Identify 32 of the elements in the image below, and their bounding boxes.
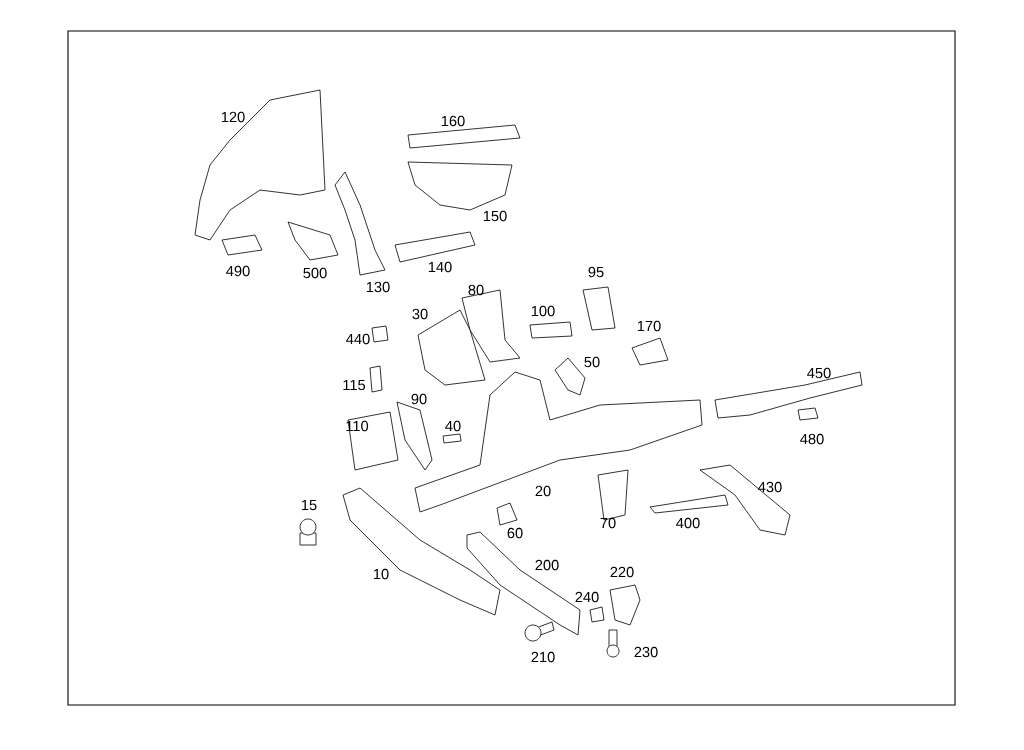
callout-number: 230 xyxy=(634,646,658,658)
callout-number: 440 xyxy=(346,333,370,345)
callout-number: 200 xyxy=(535,559,559,571)
callout-number: 150 xyxy=(483,210,507,222)
callout-number: 240 xyxy=(575,591,599,603)
callout-number: 110 xyxy=(346,420,369,432)
callout-number: 115 xyxy=(343,379,366,391)
callout-number: 15 xyxy=(301,499,317,511)
callout-number: 50 xyxy=(584,356,600,368)
callout-number: 140 xyxy=(428,261,452,273)
callout-number: 160 xyxy=(441,115,465,127)
callout-number: 490 xyxy=(226,265,250,277)
callout-number: 10 xyxy=(373,568,389,580)
callout-number: 95 xyxy=(588,266,604,278)
callout-number: 210 xyxy=(531,651,555,663)
callout-number: 220 xyxy=(610,566,634,578)
callout-number: 30 xyxy=(412,308,428,320)
callout-number: 170 xyxy=(637,320,661,332)
callout-number: 450 xyxy=(807,367,831,379)
callout-number: 430 xyxy=(758,481,782,493)
callout-number: 400 xyxy=(676,517,700,529)
callout-number: 20 xyxy=(535,485,551,497)
callout-number: 120 xyxy=(221,111,245,123)
callout-number: 80 xyxy=(468,284,484,296)
callout-number: 90 xyxy=(411,393,427,405)
callout-number: 480 xyxy=(800,433,824,445)
callout-number: 70 xyxy=(600,517,616,529)
callout-number: 100 xyxy=(531,305,555,317)
callout-number: 500 xyxy=(303,267,327,279)
callout-number: 60 xyxy=(507,527,523,539)
callout-number: 40 xyxy=(445,420,461,432)
callout-number: 130 xyxy=(366,281,390,293)
